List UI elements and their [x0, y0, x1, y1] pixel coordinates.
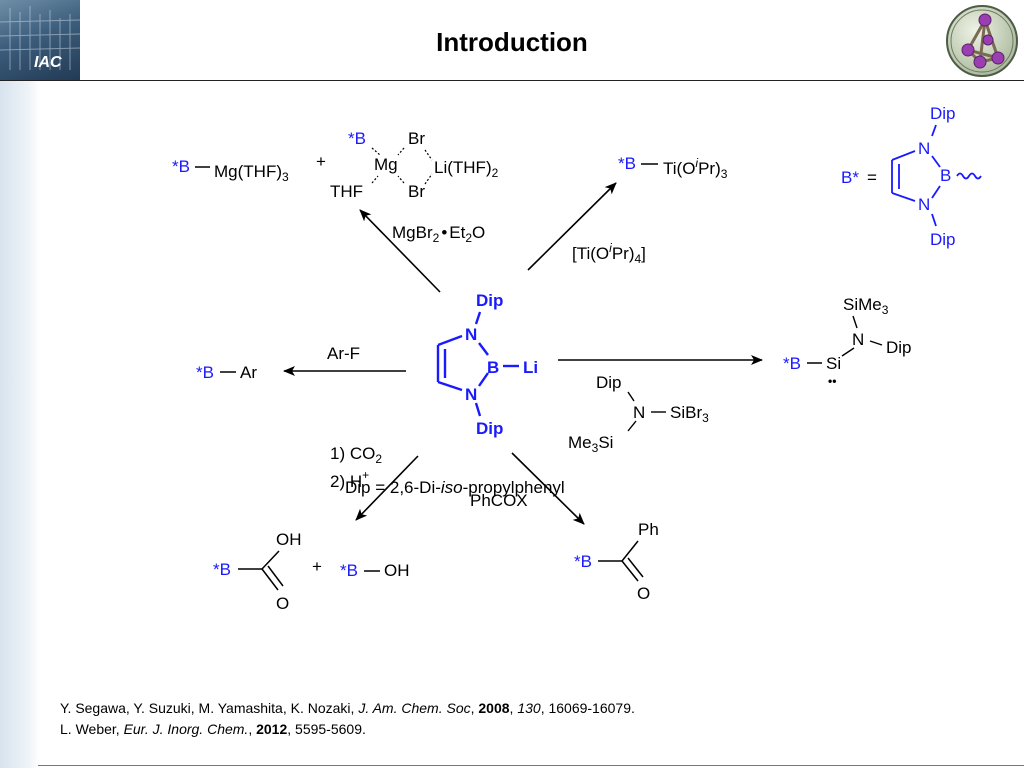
silylene-product: SiMe3 N Dip *B Si •• — [783, 295, 912, 388]
nitrogen-label: N — [918, 195, 930, 214]
ti-product: *B Ti(OiPr)3 — [618, 154, 728, 181]
boryllithium-structure: Dip N B Li N Dip — [436, 291, 538, 438]
nitrogen-label: N — [852, 330, 864, 349]
left-band — [0, 81, 40, 768]
ketone-product: Ph *B O — [574, 520, 659, 603]
boron-label: B — [487, 358, 499, 377]
me-label: Me3Si — [568, 433, 613, 455]
bromide-label: Br — [408, 182, 425, 201]
ar-reagent: Ar-F — [327, 344, 360, 363]
boron-label: B — [940, 166, 951, 185]
dip-definition: Dip = 2,6-Di-iso-propylphenyl — [345, 478, 565, 497]
slide-header — [0, 0, 1024, 80]
dip-label: Dip — [596, 373, 622, 392]
silyl-reagent: Dip N SiBr3 Me3Si — [568, 373, 709, 455]
silicon-label: Si — [826, 354, 841, 373]
dip-label: Dip — [930, 230, 956, 249]
co2-step: 1) CO2 — [330, 444, 382, 466]
building-photo — [0, 6, 80, 70]
magnesium-label: Mg — [374, 155, 398, 174]
oxygen-label: O — [637, 584, 650, 603]
dip-label: Dip — [476, 419, 503, 438]
boryl-label: *B — [196, 363, 214, 382]
bromide-label: Br — [408, 129, 425, 148]
carboxylic-acid-product: OH *B O + *B OH — [213, 530, 410, 613]
dip-label: Dip — [886, 338, 912, 357]
boryl-label: *B — [213, 560, 231, 579]
arrow-to-ketone-product — [511, 452, 585, 525]
mg-reagent: MgBr2•Et2O — [392, 223, 485, 245]
nitrogen-label: N — [918, 139, 930, 158]
mg-thf-label: Mg(THF)3 — [214, 162, 289, 184]
hydroxyl-label: OH — [384, 561, 410, 580]
bstar-label: B* — [841, 168, 859, 187]
plus-sign: + — [316, 152, 326, 171]
phcox-reagent: PhCOX — [470, 491, 528, 510]
arrow-to-acid-product — [355, 455, 419, 521]
ti-reagent: [Ti(OiPr)4] — [572, 241, 646, 266]
boryl-label: *B — [618, 154, 636, 173]
sibr-label: SiBr3 — [670, 403, 709, 425]
mg-product: *B Mg(THF)3 + *B Br Mg Li(THF)2 THF Br — [172, 129, 499, 201]
dip-label: Dip — [930, 104, 956, 123]
nitrogen-label: N — [633, 403, 645, 422]
logo-text: IAC — [34, 54, 62, 71]
reference-item: L. Weber, Eur. J. Inorg. Chem., 2012, 55… — [60, 721, 366, 737]
reaction-scheme: Dip N B Li N Dip *B Mg( — [172, 104, 982, 613]
reference-item: Y. Segawa, Y. Suzuki, M. Yamashita, K. N… — [60, 700, 635, 716]
arrow-to-ti-product — [527, 182, 617, 271]
boryl-label: *B — [348, 129, 366, 148]
ti-label: Ti(OiPr)3 — [663, 156, 728, 181]
oxygen-label: O — [276, 594, 289, 613]
footer-divider — [38, 765, 1024, 766]
phenyl-label: Ph — [638, 520, 659, 539]
lithium-label: Li — [523, 358, 538, 377]
page-title: Introduction — [436, 27, 588, 57]
arrow-to-mg-product — [359, 209, 441, 293]
thf-label: THF — [330, 182, 363, 201]
boryl-label: *B — [340, 561, 358, 580]
hydroxyl-label: OH — [276, 530, 302, 549]
equals-sign: = — [867, 168, 877, 187]
bstar-definition: Dip N B N Dip B* = — [841, 104, 982, 249]
header-divider — [0, 80, 1024, 81]
dip-label: Dip — [476, 291, 503, 310]
lone-pair: •• — [828, 374, 836, 388]
nitrogen-label: N — [465, 325, 477, 344]
boryl-label: *B — [574, 552, 592, 571]
iac-logo: IAC — [0, 0, 80, 80]
boryl-label: *B — [172, 157, 190, 176]
acid-step: 2) H+ — [330, 468, 369, 491]
simel-label: SiMe3 — [843, 295, 889, 317]
li-thf-label: Li(THF)2 — [434, 158, 499, 180]
boryl-label: *B — [783, 354, 801, 373]
plus-sign: + — [312, 557, 322, 576]
aryl-label: Ar — [240, 363, 257, 382]
references: Y. Segawa, Y. Suzuki, M. Yamashita, K. N… — [60, 698, 635, 740]
tetrahedron-molecule-icon — [946, 5, 1018, 77]
nitrogen-label: N — [465, 385, 477, 404]
